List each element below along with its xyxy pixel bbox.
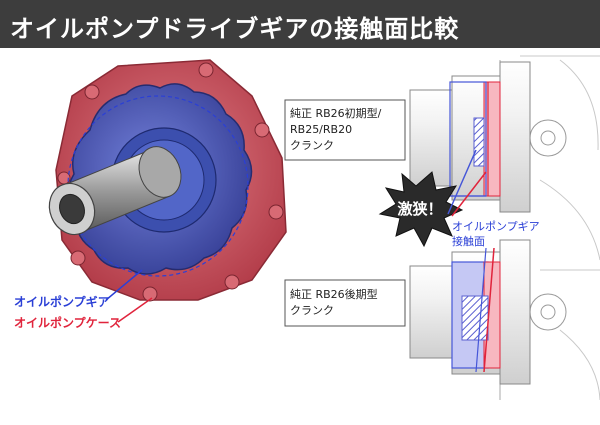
late-model-label-box: 純正 RB26後期型 クランク — [284, 279, 406, 327]
contact-surface-callout: オイルポンプギア 接触面 — [447, 149, 540, 248]
case-bolts — [57, 62, 284, 302]
gear-leader-line — [105, 269, 143, 301]
case-label: オイルポンプケース — [14, 315, 121, 330]
crank-comparison: 純正 RB26初期型/ RB25/RB20 クランク 激狭！ オイルポンプギア … — [284, 55, 600, 401]
early-model-line-1: 純正 RB26初期型/ — [290, 106, 382, 120]
header-bar: オイルポンプドライブギアの接触面比較 — [0, 0, 600, 48]
case-leader-line — [117, 297, 153, 323]
early-model-label-box: 純正 RB26初期型/ RB25/RB20 クランク — [284, 99, 406, 161]
late-contact-surface — [461, 295, 489, 341]
page-title: オイルポンプドライブギアの接触面比較 — [10, 15, 460, 43]
narrow-burst: 激狭！ — [378, 171, 464, 248]
contact-line-2: 接触面 — [452, 234, 485, 248]
pump-shaft — [48, 146, 182, 236]
contact-line-1: オイルポンプギア — [452, 220, 540, 233]
crank-late-model — [409, 239, 531, 385]
oil-pump-illustration: オイルポンプギア オイルポンプケース — [14, 59, 287, 330]
early-contact-surface — [473, 117, 485, 167]
burst-text: 激狭！ — [397, 200, 442, 218]
late-model-line-1: 純正 RB26後期型 — [290, 287, 378, 301]
early-model-line-3: クランク — [290, 139, 334, 152]
late-model-line-2: クランク — [290, 304, 334, 317]
gear-label: オイルポンプギア — [14, 294, 110, 309]
early-model-line-2: RB25/RB20 — [290, 123, 352, 136]
